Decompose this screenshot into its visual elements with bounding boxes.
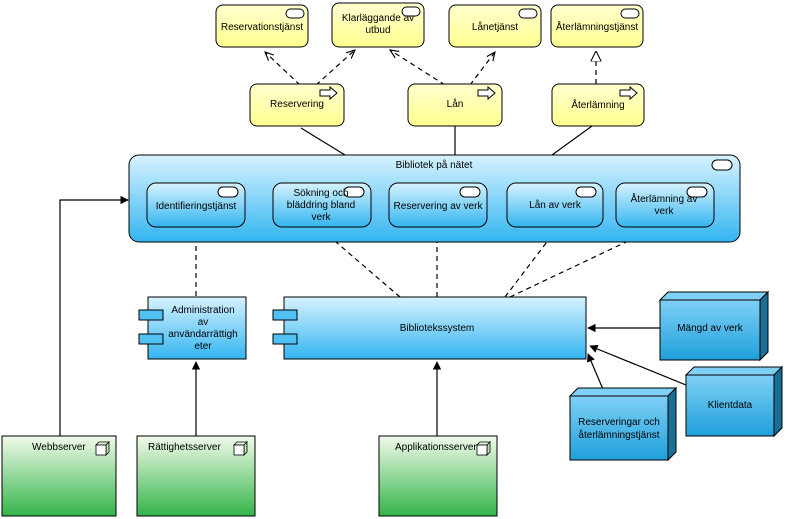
container-title: Bibliotek på nätet — [396, 159, 473, 171]
lan-to-klarlaggande — [390, 50, 446, 86]
reservering-to-klarlaggande — [315, 50, 355, 86]
node-webbserver[interactable]: Webbserver — [1, 435, 117, 517]
process-arrow-icon — [319, 85, 338, 101]
node-applikationsserver[interactable]: Applikationsserver — [378, 435, 498, 517]
item-reservering-verk-label: Reservering av verk — [394, 201, 484, 212]
component-icon — [138, 309, 164, 321]
service-klarlaggande[interactable]: Klarläggande av utbud — [331, 2, 425, 48]
data-object-reserveringar[interactable]: Reserveringar och återlämningstjänst — [568, 386, 678, 462]
data-object-klientdata-label: Klientdata — [708, 400, 753, 411]
item-sokning-label-3: verk — [312, 212, 332, 223]
component-icon — [272, 333, 298, 345]
process-reservering-label: Reservering — [270, 99, 324, 110]
process-lan[interactable]: Lån — [407, 83, 503, 127]
item-identifiering-label: Identifieringstjänst — [156, 201, 237, 212]
data-object-mangd[interactable]: Mängd av verk — [658, 290, 770, 362]
component-admin[interactable]: Administration av användarrättigh eter — [138, 296, 247, 360]
service-reservationstjanst[interactable]: Reservationstjänst — [215, 4, 309, 48]
component-bibliotekssystem[interactable]: Bibliotekssystem — [272, 296, 587, 360]
klientdata-to-system — [589, 344, 687, 386]
node-icon — [95, 441, 110, 456]
node-applikationsserver-label: Applikationsserver — [395, 442, 477, 453]
service-lanetjanst-label: Lånetjänst — [472, 21, 518, 33]
item-aterlamning-verk-label-2: verk — [655, 206, 675, 217]
lan-to-lanetjanst — [469, 52, 495, 86]
container-to-aterlamning — [551, 125, 593, 156]
node-webbserver-label: Webbserver — [32, 442, 86, 453]
item-sokning-label-2: bläddring bland — [287, 200, 355, 211]
data-object-mangd-label: Mängd av verk — [677, 323, 744, 334]
item-aterlamning-verk-label-1: Återlämning av — [631, 192, 698, 205]
process-aterlamning-label: Återlämning — [571, 98, 624, 111]
container-to-reservering — [300, 127, 346, 156]
process-arrow-icon — [619, 85, 638, 101]
process-lan-label: Lån — [447, 98, 464, 110]
component-bibliotekssystem-label: Bibliotekssystem — [400, 323, 474, 334]
component-icon — [138, 333, 164, 345]
component-admin-label-1: Administration — [171, 305, 234, 316]
process-arrow-icon — [477, 85, 496, 101]
item-sokning[interactable]: Sökning och bläddring bland verk — [272, 182, 372, 228]
node-icon — [476, 441, 491, 456]
reservering-to-reservationstjanst — [265, 52, 301, 86]
data-object-klientdata[interactable]: Klientdata — [684, 365, 784, 438]
webbserver-to-container — [59, 195, 129, 436]
service-klarlaggande-label-2: utbud — [365, 25, 390, 36]
service-lanetjanst[interactable]: Lånetjänst — [448, 4, 542, 48]
reserveringar-to-system — [587, 353, 606, 395]
node-rattighetsserver[interactable]: Rättighetsserver — [136, 435, 256, 517]
component-icon — [272, 309, 298, 321]
service-aterlamningstjanst-label: Återlämningstjänst — [556, 20, 638, 33]
component-admin-label-3: användarrättigh — [168, 329, 238, 340]
node-icon — [233, 441, 248, 456]
item-sokning-label-1: Sökning och — [293, 188, 348, 199]
process-reservering[interactable]: Reservering — [249, 83, 345, 127]
data-object-reserveringar-label-2: återlämningstjänst — [578, 429, 659, 441]
service-aterlamningstjanst[interactable]: Återlämningstjänst — [550, 4, 644, 48]
item-identifiering[interactable]: Identifieringstjänst — [146, 182, 246, 228]
item-aterlamning-verk[interactable]: Återlämning av verk — [615, 182, 715, 228]
service-klarlaggande-label-1: Klarläggande av — [342, 13, 414, 24]
service-reservationstjanst-label: Reservationstjänst — [221, 22, 303, 33]
item-reservering-verk[interactable]: Reservering av verk — [388, 182, 488, 228]
component-admin-label-2: av — [198, 317, 209, 328]
item-lan-verk-label: Lån av verk — [529, 199, 582, 211]
process-aterlamning[interactable]: Återlämning — [551, 83, 645, 127]
data-object-reserveringar-label-1: Reserveringar och — [578, 417, 660, 428]
node-rattighetsserver-label: Rättighetsserver — [148, 442, 221, 453]
system-to-aterlamning-verk — [509, 224, 664, 298]
item-lan-verk[interactable]: Lån av verk — [506, 182, 604, 228]
component-admin-label-4: eter — [194, 341, 212, 352]
